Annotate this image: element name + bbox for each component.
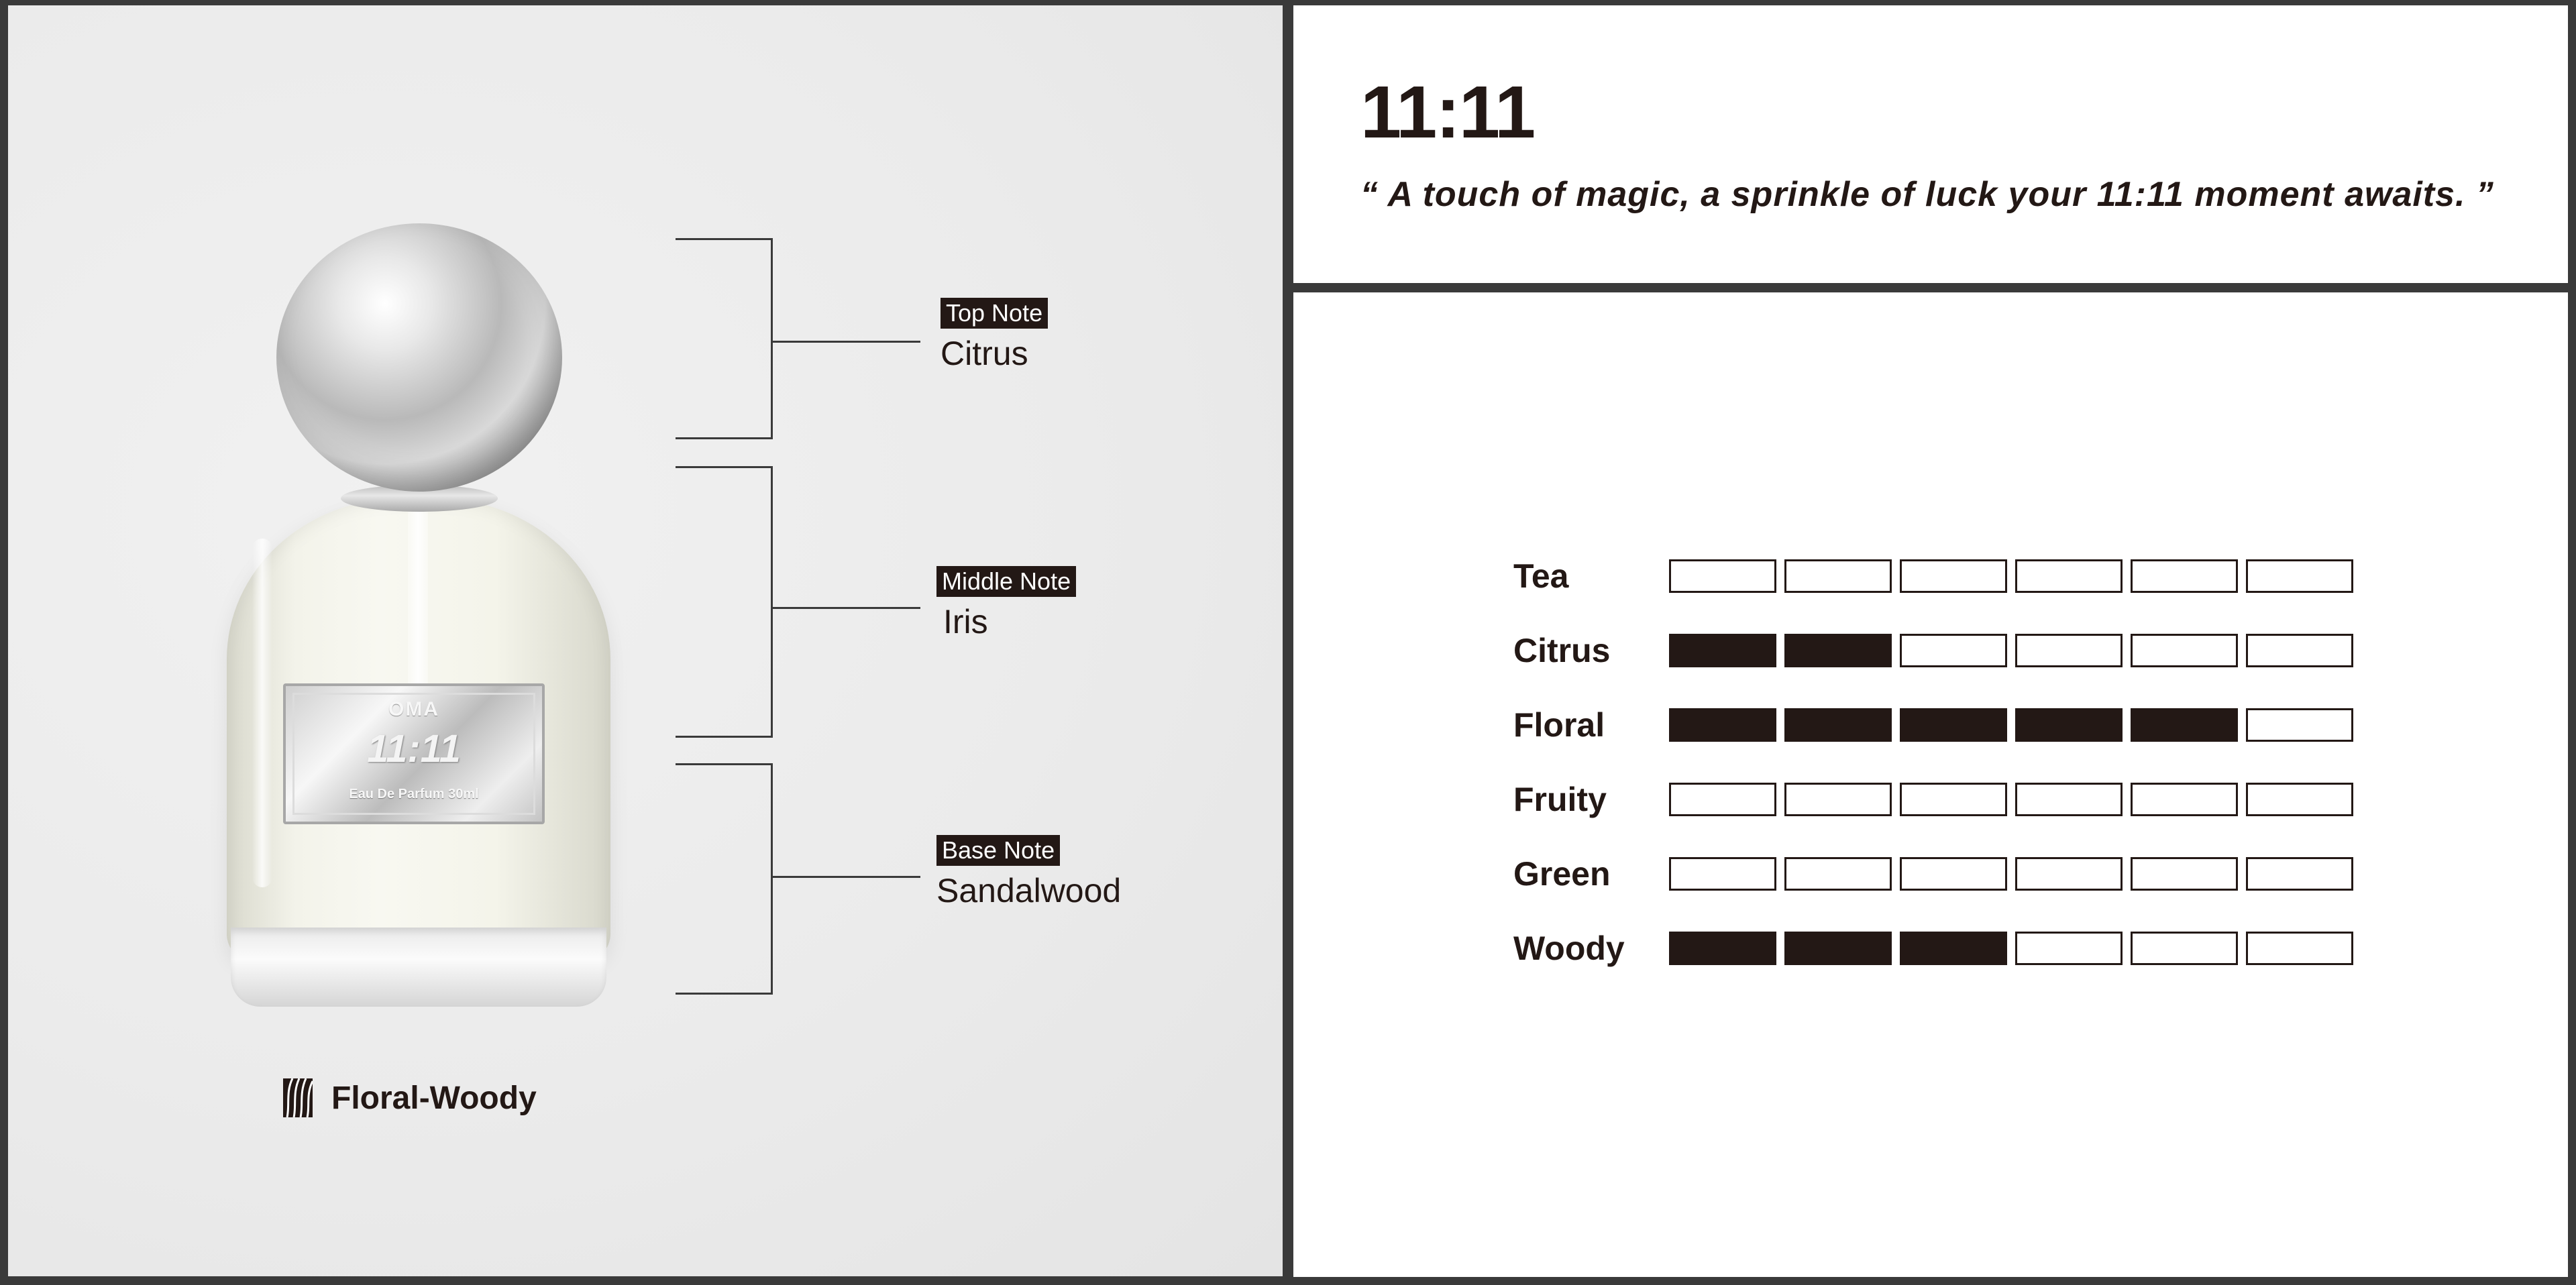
profile-meter-citrus <box>1669 634 2361 667</box>
profile-cell-floral-4 <box>2015 708 2123 742</box>
profile-cell-green-5 <box>2131 857 2238 891</box>
top-note-connector <box>773 341 920 343</box>
profile-label-fruity: Fruity <box>1513 781 1607 818</box>
bottle-label-brand: OMA <box>388 698 439 720</box>
bottle-label-border <box>292 693 535 815</box>
profile-row-tea: Tea <box>1513 556 2361 596</box>
profile-meter-floral <box>1669 708 2361 742</box>
bottle-label-name: 11:11 <box>367 727 461 771</box>
profile-label-tea: Tea <box>1513 557 1569 595</box>
profile-cell-tea-1 <box>1669 559 1776 593</box>
profile-cell-woody-5 <box>2131 932 2238 965</box>
profile-cell-fruity-6 <box>2246 783 2353 816</box>
profile-label-woody: Woody <box>1513 930 1625 967</box>
profile-cell-woody-2 <box>1784 932 1892 965</box>
profile-cell-citrus-2 <box>1784 634 1892 667</box>
profile-cell-woody-3 <box>1900 932 2007 965</box>
bottle-cap <box>276 223 562 492</box>
profile-cell-fruity-3 <box>1900 783 2007 816</box>
base-note-value: Sandalwood <box>936 872 1122 909</box>
product-title: 11:11 <box>1360 71 1536 154</box>
profile-row-citrus: Citrus <box>1513 630 2361 671</box>
profile-cell-green-2 <box>1784 857 1892 891</box>
profile-row-green: Green <box>1513 854 2361 894</box>
profile-cell-tea-6 <box>2246 559 2353 593</box>
base-note: Base Note Sandalwood <box>936 835 1121 910</box>
profile-cell-floral-6 <box>2246 708 2353 742</box>
product-tagline: “ A touch of magic, a sprinkle of luck y… <box>1360 175 2494 214</box>
profile-cell-citrus-4 <box>2015 634 2123 667</box>
profile-cell-fruity-4 <box>2015 783 2123 816</box>
bottle-base <box>231 928 606 1007</box>
profile-cell-tea-4 <box>2015 559 2123 593</box>
profile-cell-tea-5 <box>2131 559 2238 593</box>
profile-cell-fruity-1 <box>1669 783 1776 816</box>
profile-cell-green-4 <box>2015 857 2123 891</box>
profile-cell-woody-1 <box>1669 932 1776 965</box>
profile-label-green: Green <box>1513 855 1611 893</box>
profile-row-fruity: Fruity <box>1513 779 2361 820</box>
top-note-value: Citrus <box>941 335 1028 372</box>
profile-cell-green-1 <box>1669 857 1776 891</box>
profile-cell-citrus-5 <box>2131 634 2238 667</box>
bottle-label: OMA 11:11 Eau De Parfum 30ml <box>283 683 545 824</box>
middle-note-connector <box>773 607 920 609</box>
base-note-tag: Base Note <box>936 835 1061 866</box>
profile-cell-green-6 <box>2246 857 2353 891</box>
profile-cell-tea-3 <box>1900 559 2007 593</box>
profile-cell-floral-3 <box>1900 708 2007 742</box>
base-note-bracket <box>676 763 773 995</box>
glass-highlight <box>252 539 272 887</box>
profile-cell-citrus-6 <box>2246 634 2353 667</box>
scent-family: Floral-Woody <box>283 1078 537 1117</box>
middle-note: Middle Note Iris <box>936 566 1077 641</box>
profile-cell-floral-5 <box>2131 708 2238 742</box>
base-note-connector <box>773 876 920 878</box>
top-note-tag: Top Note <box>941 298 1049 329</box>
scent-family-label: Floral-Woody <box>331 1080 537 1116</box>
middle-note-bracket <box>676 466 773 738</box>
profile-cell-citrus-3 <box>1900 634 2007 667</box>
middle-note-value: Iris <box>943 603 988 640</box>
wood-grain-icon <box>283 1078 313 1117</box>
bottle-label-subtitle: Eau De Parfum 30ml <box>349 787 479 801</box>
profile-cell-citrus-1 <box>1669 634 1776 667</box>
profile-row-floral: Floral <box>1513 705 2361 745</box>
profile-cell-fruity-2 <box>1784 783 1892 816</box>
profile-cell-woody-4 <box>2015 932 2123 965</box>
profile-meter-green <box>1669 857 2361 891</box>
top-note-bracket <box>676 238 773 439</box>
profile-cell-green-3 <box>1900 857 2007 891</box>
product-visual-panel: OMA 11:11 Eau De Parfum 30ml Top Note Ci… <box>8 5 1283 1276</box>
profile-cell-woody-6 <box>2246 932 2353 965</box>
top-note: Top Note Citrus <box>941 298 1049 373</box>
profile-meter-woody <box>1669 932 2361 965</box>
profile-meter-tea <box>1669 559 2361 593</box>
middle-note-tag: Middle Note <box>936 566 1077 597</box>
profile-cell-tea-2 <box>1784 559 1892 593</box>
profile-cell-floral-1 <box>1669 708 1776 742</box>
perfume-bottle-image: OMA 11:11 Eau De Parfum 30ml <box>221 223 610 1015</box>
profile-meter-fruity <box>1669 783 2361 816</box>
profile-cell-fruity-5 <box>2131 783 2238 816</box>
profile-cell-floral-2 <box>1784 708 1892 742</box>
profile-row-woody: Woody <box>1513 928 2361 968</box>
profile-label-citrus: Citrus <box>1513 632 1611 669</box>
profile-label-floral: Floral <box>1513 706 1605 744</box>
product-header-panel: 11:11 “ A touch of magic, a sprinkle of … <box>1293 5 2568 283</box>
